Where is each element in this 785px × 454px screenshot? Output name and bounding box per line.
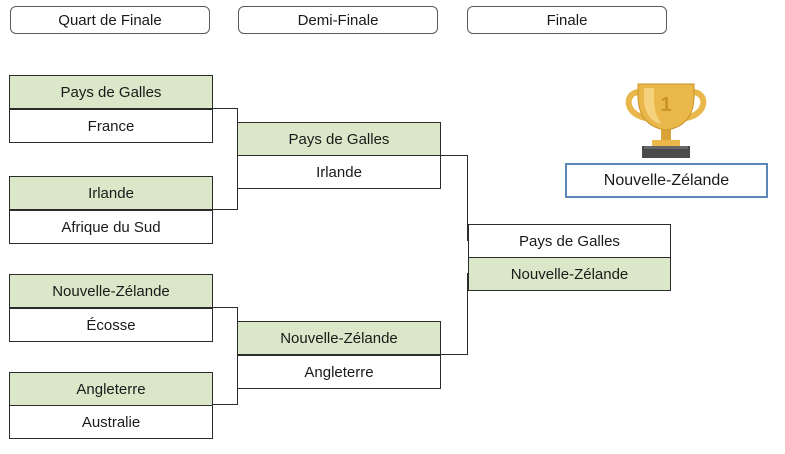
qf2-bottom-team: Afrique du Sud <box>9 210 213 244</box>
header-final: Finale <box>467 6 667 34</box>
qf1-top-team: Pays de Galles <box>9 75 213 109</box>
qf3-top-team: Nouvelle-Zélande <box>9 274 213 308</box>
connector-sf2-final <box>441 273 468 355</box>
final-top-team: Pays de Galles <box>468 224 671 258</box>
sf2-bottom-team: Angleterre <box>237 355 441 389</box>
sf1-bottom-team: Irlande <box>237 155 441 189</box>
final-bottom-team: Nouvelle-Zélande <box>468 257 671 291</box>
connector-qf4-sf2 <box>213 371 238 405</box>
connector-qf2-sf1 <box>213 172 238 210</box>
trophy-handle-right <box>683 89 707 121</box>
qf3-bottom-team: Écosse <box>9 308 213 342</box>
qf4-top-team: Angleterre <box>9 372 213 406</box>
connector-qf1-sf1 <box>213 108 238 139</box>
sf1-top-team: Pays de Galles <box>237 122 441 156</box>
trophy-handle-left <box>625 89 649 121</box>
qf1-bottom-team: France <box>9 109 213 143</box>
champion-box: Nouvelle-Zélande <box>565 163 768 198</box>
trophy-neck <box>652 140 680 146</box>
qf2-top-team: Irlande <box>9 176 213 210</box>
connector-sf1-final <box>441 155 468 241</box>
sf2-top-team: Nouvelle-Zélande <box>237 321 441 355</box>
header-semifinal: Demi-Finale <box>238 6 438 34</box>
connector-qf3-sf2 <box>213 307 238 338</box>
header-quarterfinal: Quart de Finale <box>10 6 210 34</box>
trophy-stem <box>661 130 671 141</box>
qf4-bottom-team: Australie <box>9 405 213 439</box>
trophy-base-top <box>644 146 688 149</box>
trophy-number: 1 <box>660 94 671 116</box>
trophy-cup-highlight <box>644 88 662 124</box>
trophy-icon: 1 <box>625 83 707 158</box>
